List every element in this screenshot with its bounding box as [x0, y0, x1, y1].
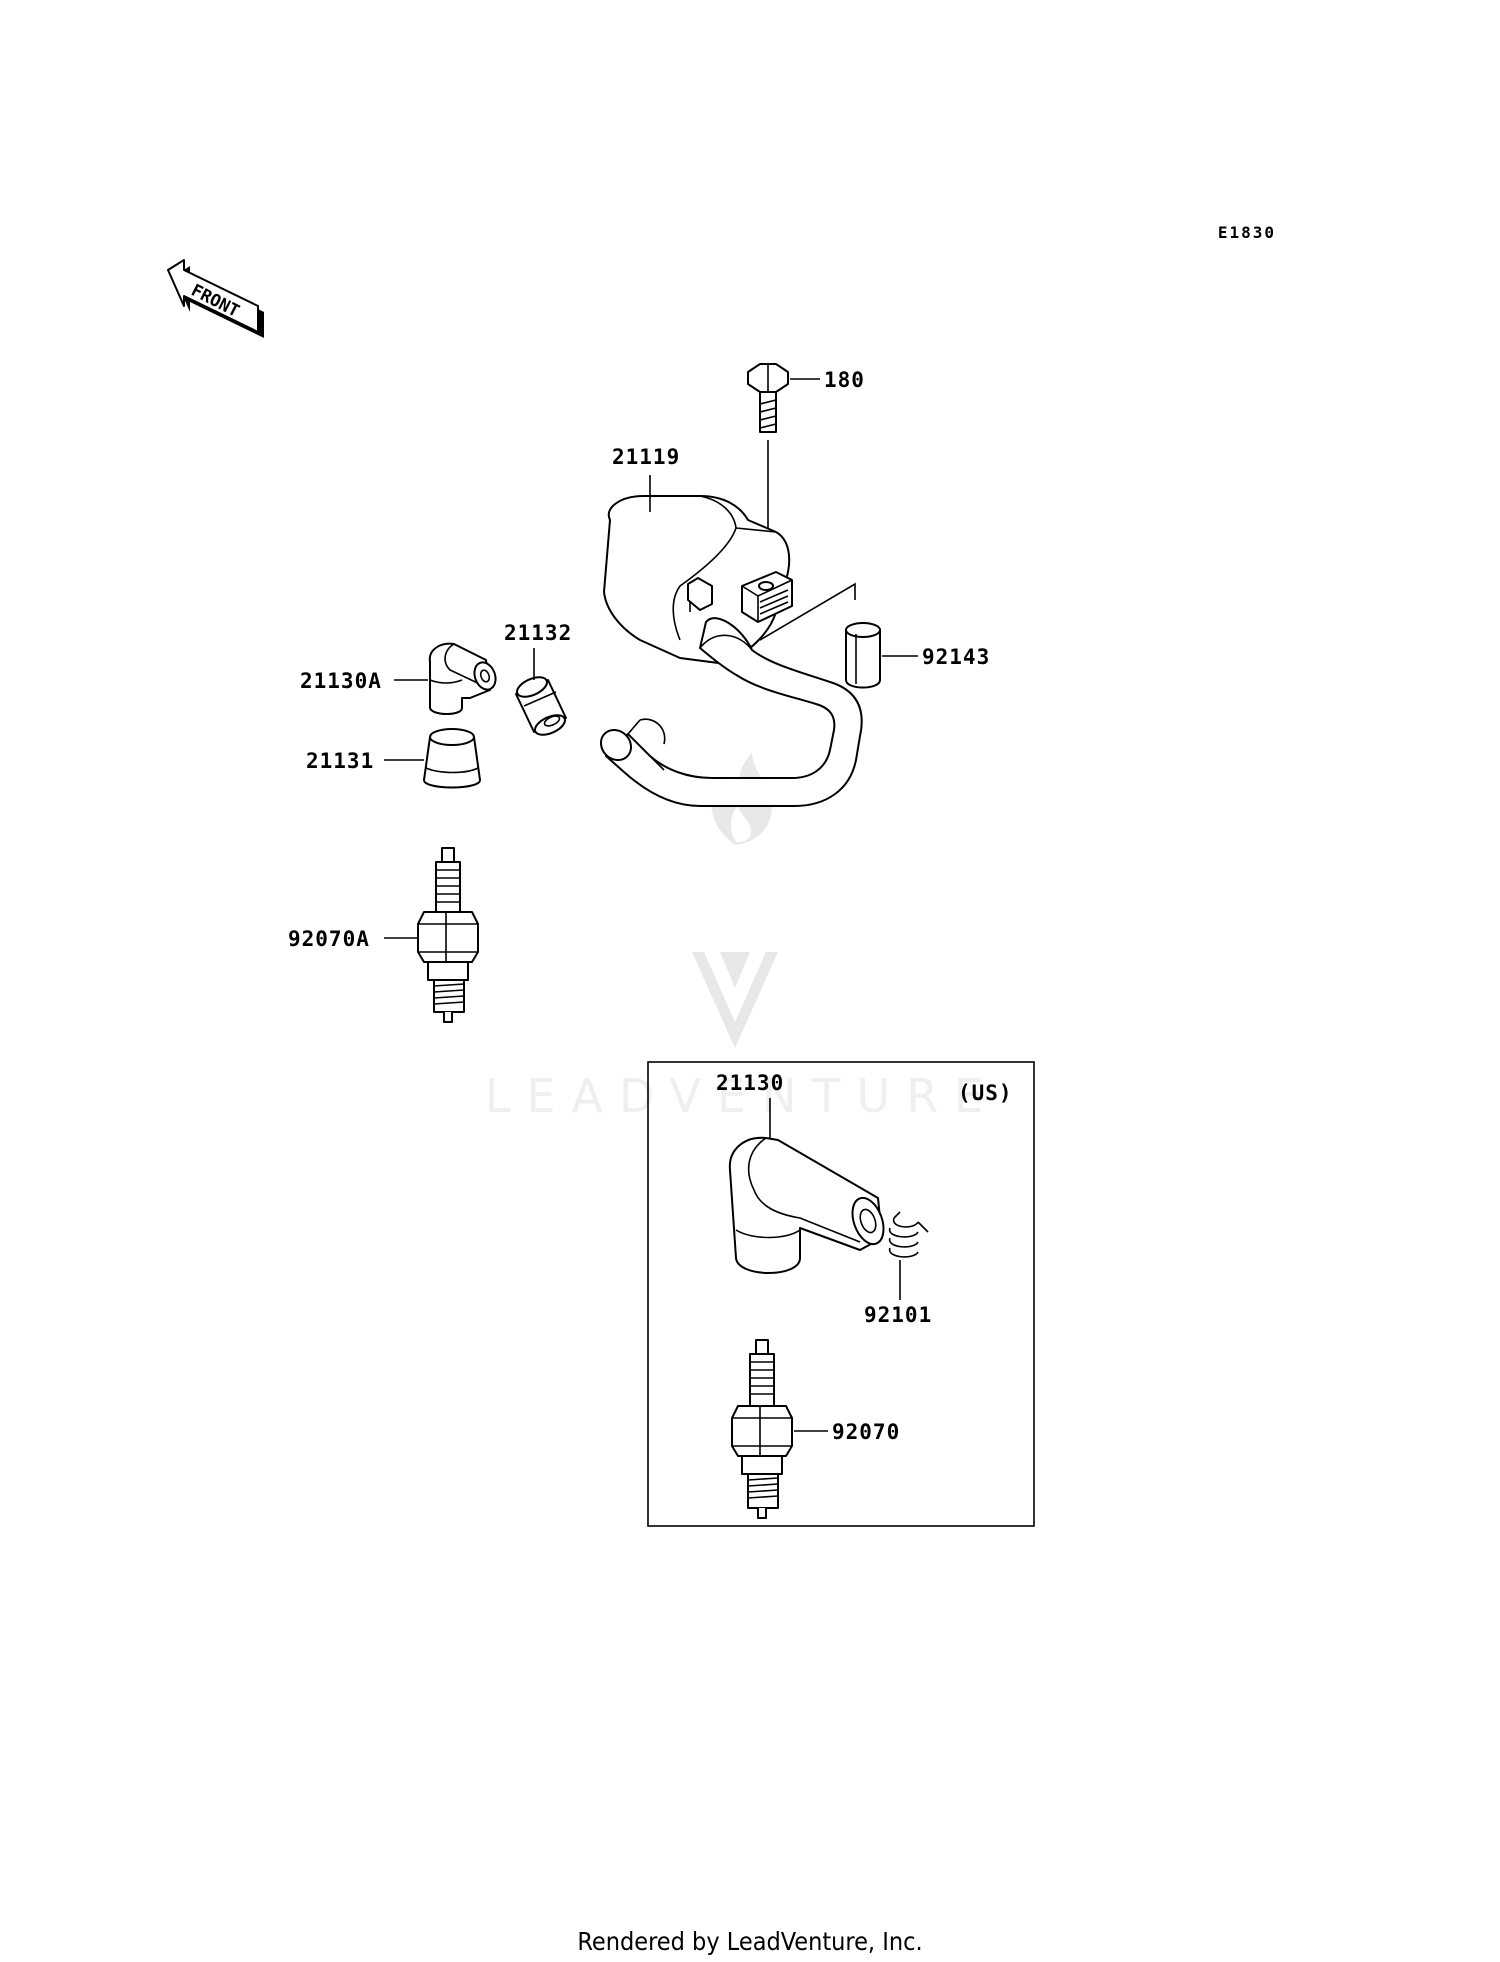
- spark-plug-92070: [731, 1339, 793, 1519]
- callout-21131: 21131: [306, 749, 374, 773]
- plug-cap-21130: [728, 1136, 885, 1274]
- callout-92143: 92143: [922, 645, 990, 669]
- callout-21119: 21119: [612, 445, 680, 469]
- ignition-coil-21119: [599, 495, 863, 807]
- collar-92143: [845, 622, 881, 689]
- plug-cap-21130A: [428, 642, 497, 715]
- callout-21130A: 21130A: [300, 669, 382, 693]
- callout-180: 180: [824, 368, 865, 392]
- callout-92070: 92070: [832, 1420, 900, 1444]
- cap-connector-21132: [515, 676, 567, 736]
- watermark-text: LEADVENTURE: [485, 1069, 1000, 1123]
- seal-cap-21131: [423, 728, 481, 789]
- spring-92101: [889, 1211, 929, 1258]
- callout-92070A: 92070A: [288, 927, 370, 951]
- callout-92101: 92101: [864, 1303, 932, 1327]
- leadventure-watermark-logo: LEADVENTURE: [485, 752, 1000, 1123]
- us-variant-tag: (US): [958, 1081, 1013, 1105]
- callout-21132: 21132: [504, 621, 572, 645]
- front-direction-arrow: FRONT: [167, 259, 264, 338]
- diagram-code: E1830: [1218, 223, 1276, 242]
- us-variant-inset-box: [647, 1061, 1035, 1527]
- footer-credit: Rendered by LeadVenture, Inc.: [577, 1927, 922, 1956]
- spark-plug-92070A: [417, 847, 479, 1023]
- callout-21130: 21130: [716, 1071, 784, 1095]
